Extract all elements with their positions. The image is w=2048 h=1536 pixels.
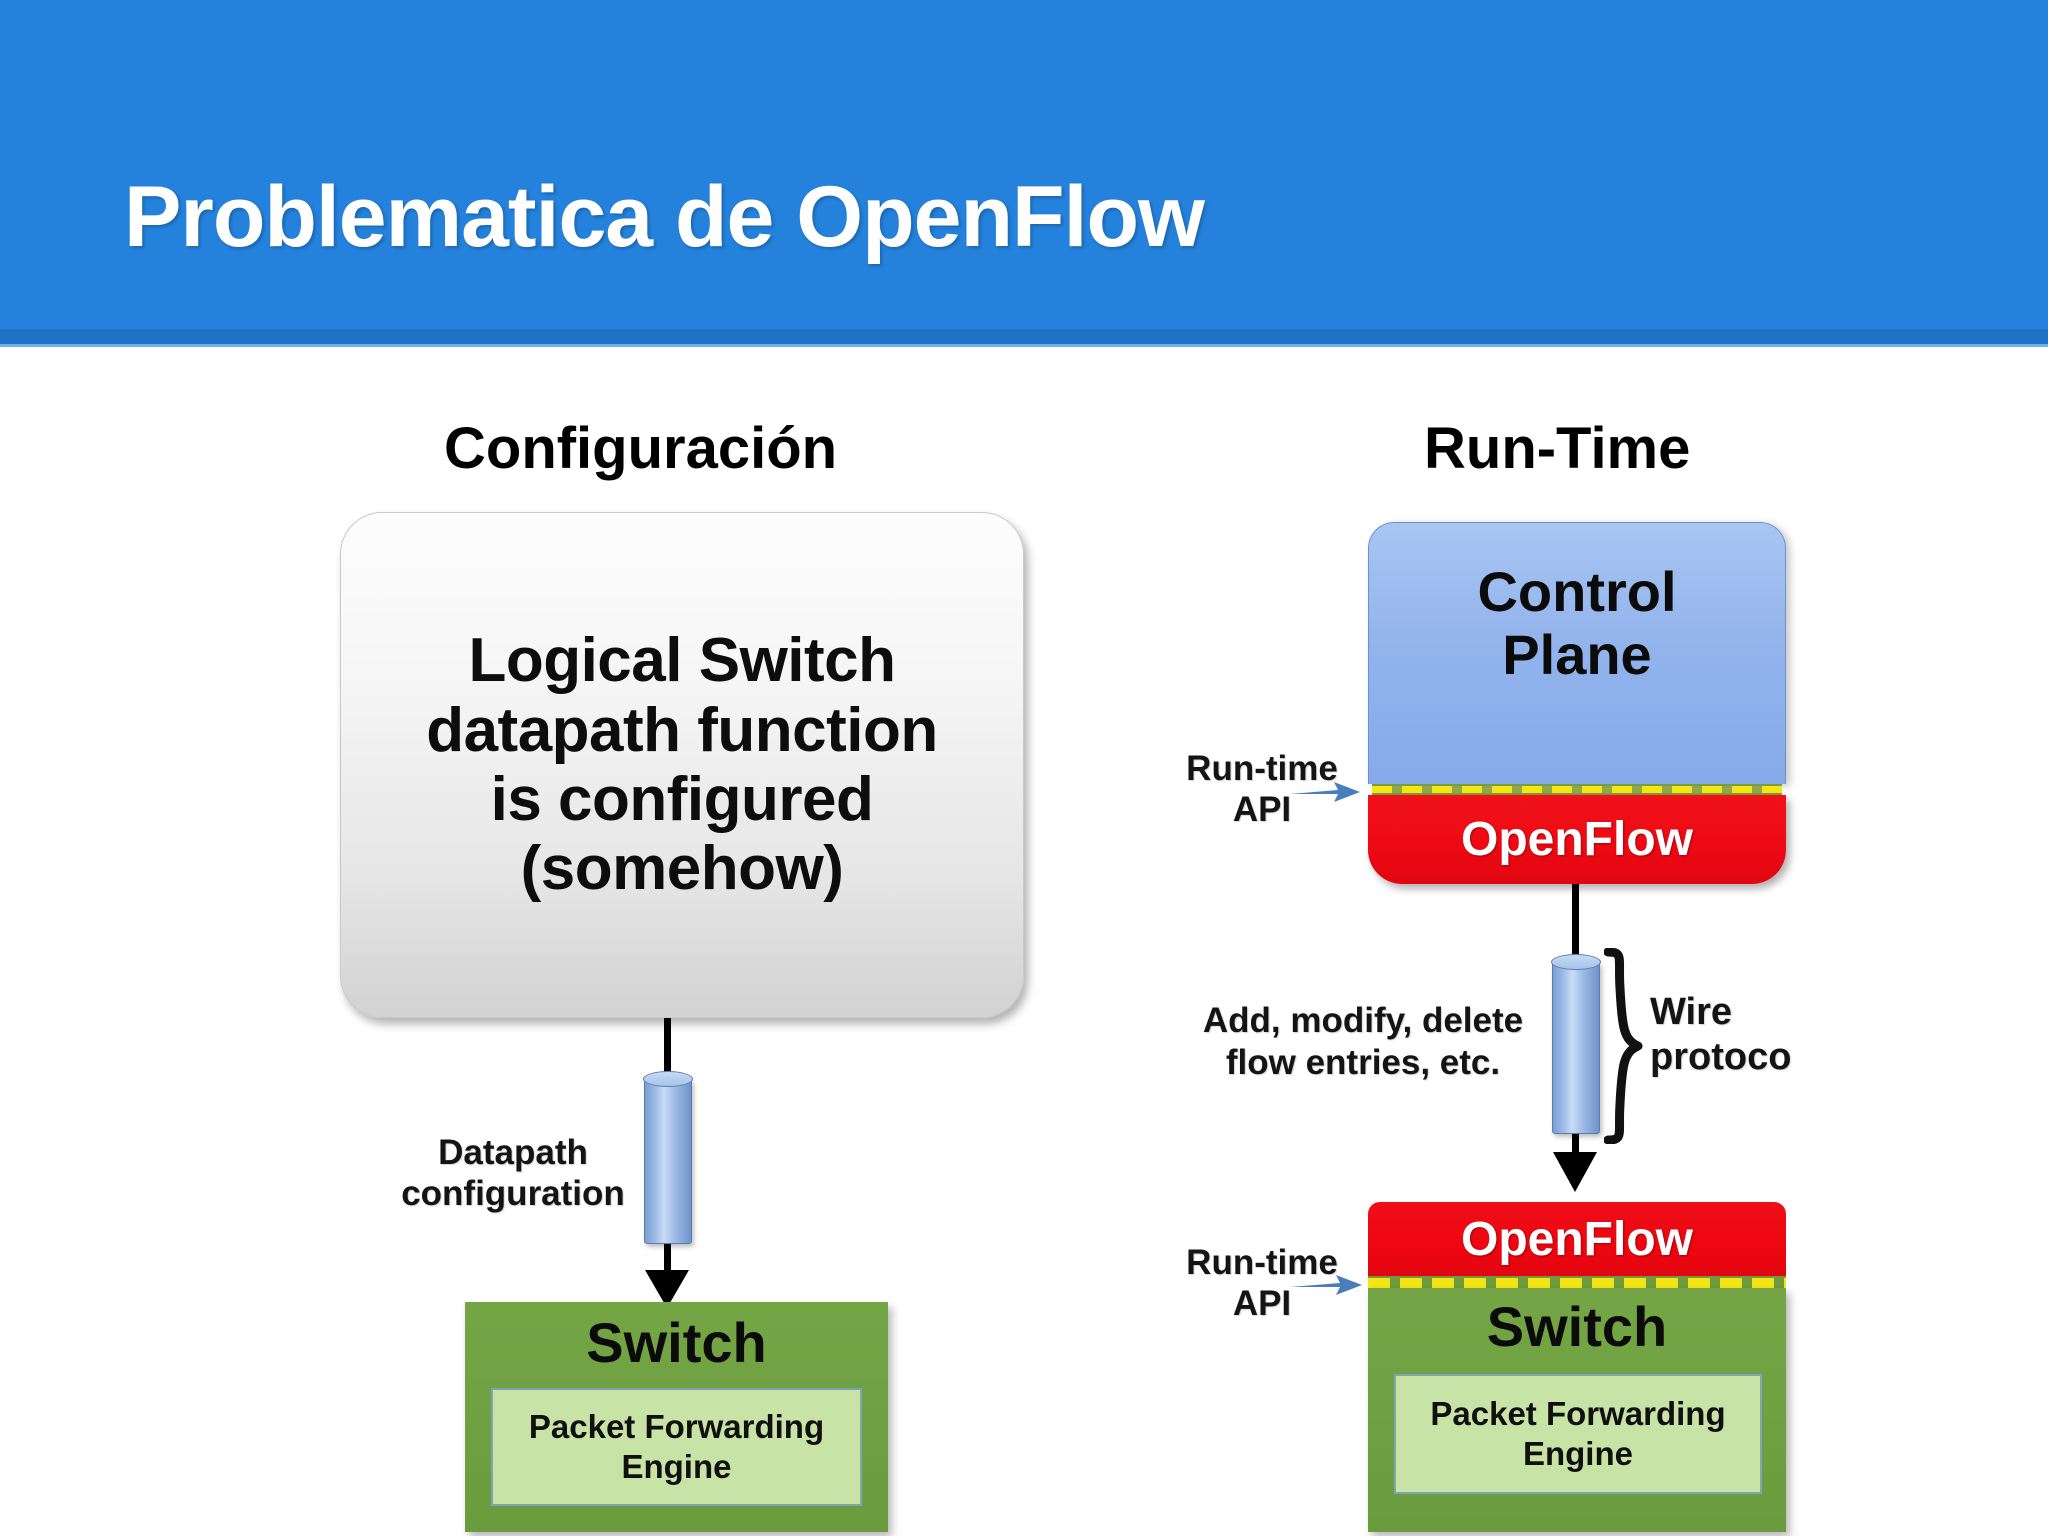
runtime-api-bottom-label: Run-time API bbox=[1186, 1243, 1338, 1324]
wire-protocol-cylinder-icon bbox=[1552, 962, 1600, 1134]
right-packet-forwarding-engine-label: Packet Forwarding Engine bbox=[1430, 1394, 1726, 1472]
control-plane-openflow-label: OpenFlow bbox=[1461, 813, 1693, 866]
runtime-api-top-label: Run-time API bbox=[1186, 749, 1338, 830]
logical-switch-box: Logical Switch datapath function is conf… bbox=[340, 512, 1024, 1018]
control-plane-box: Control Plane bbox=[1368, 522, 1786, 784]
heading-configuracion: Configuración bbox=[444, 416, 838, 481]
page-title: Problematica de OpenFlow bbox=[124, 169, 1205, 265]
left-packet-forwarding-engine-label: Packet Forwarding Engine bbox=[528, 1407, 825, 1485]
flow-operations-label: Add, modify, delete flow entries, etc. bbox=[1202, 1001, 1524, 1082]
runtime-api-top-arrow-icon bbox=[1290, 782, 1360, 802]
datapath-cylinder-icon bbox=[644, 1079, 692, 1244]
header-banner bbox=[0, 0, 2048, 329]
logical-switch-text: Logical Switch datapath function is conf… bbox=[426, 626, 938, 904]
left-switch-box: Switch Packet Forwarding Engine bbox=[465, 1302, 888, 1532]
control-plane-openflow-bar: OpenFlow bbox=[1368, 795, 1786, 884]
wire-protocol-label: Wire protoco bbox=[1650, 991, 1792, 1078]
header-underline-highlight bbox=[0, 344, 2048, 347]
runtime-api-bottom-arrow-icon bbox=[1290, 1275, 1362, 1295]
control-plane-label: Control Plane bbox=[1477, 560, 1677, 686]
right-switch-box: Switch Packet Forwarding Engine bbox=[1368, 1288, 1786, 1532]
left-packet-forwarding-engine-box: Packet Forwarding Engine bbox=[491, 1388, 862, 1506]
datapath-cylinder-cap-icon bbox=[643, 1071, 693, 1087]
left-switch-title: Switch bbox=[586, 1311, 767, 1374]
header-underline bbox=[0, 329, 2048, 344]
switch-dashed-boundary bbox=[1368, 1276, 1786, 1288]
switch-openflow-label: OpenFlow bbox=[1461, 1212, 1693, 1266]
datapath-connector-arrowhead bbox=[645, 1270, 689, 1308]
control-plane-dashed-boundary bbox=[1372, 784, 1782, 795]
wire-protocol-connector-arrowhead bbox=[1553, 1152, 1597, 1192]
right-switch-title: Switch bbox=[1486, 1295, 1668, 1358]
right-packet-forwarding-engine-box: Packet Forwarding Engine bbox=[1394, 1374, 1762, 1494]
wire-protocol-brace-icon bbox=[1604, 948, 1643, 1144]
wire-protocol-cylinder-cap-icon bbox=[1551, 954, 1601, 970]
heading-run-time: Run-Time bbox=[1424, 416, 1691, 481]
datapath-configuration-label: Datapath configuration bbox=[401, 1133, 625, 1214]
switch-openflow-bar: OpenFlow bbox=[1368, 1202, 1786, 1276]
